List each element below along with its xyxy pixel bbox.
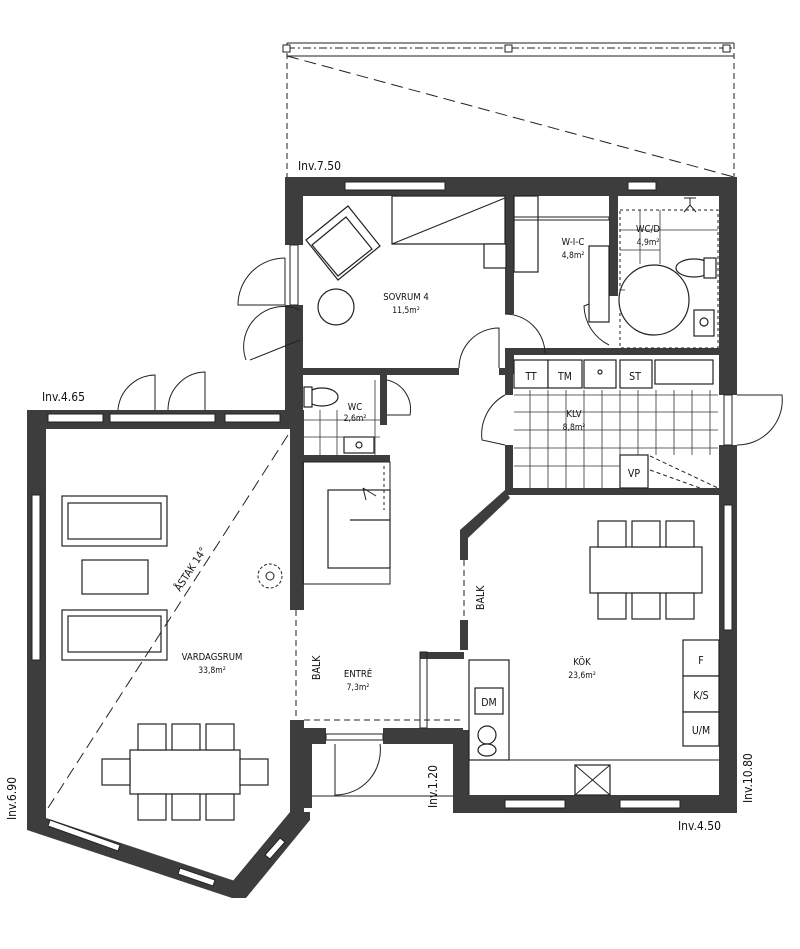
label-tt: TT [524, 371, 537, 383]
beam-label-kok: BALK [475, 585, 487, 610]
level-inv-465: Inv.4.65 [42, 390, 85, 404]
level-inv-120: Inv.1.20 [426, 765, 440, 808]
wcd-furniture [618, 197, 719, 349]
level-inv-690: Inv.6.90 [5, 777, 19, 820]
label-st: ST [629, 371, 641, 383]
level-inv-750: Inv.7.50 [298, 159, 341, 173]
room-name-kok: KÖK [573, 657, 591, 668]
level-inv-1080: Inv.10.80 [741, 753, 755, 803]
label-dm: DM [481, 697, 496, 709]
room-area-klv: 8,8m² [563, 423, 586, 433]
roof-pitch-label: ÅSTAK 14° [172, 545, 210, 594]
wcd-tiles [620, 210, 718, 291]
beam-label-entre: BALK [311, 655, 323, 680]
room-name-klv: KLV [566, 409, 581, 420]
klv-furniture [513, 359, 719, 489]
klv-tiles [514, 390, 718, 488]
sovrum-furniture [305, 195, 507, 326]
room-area-wcd: 4,9m² [637, 238, 660, 248]
room-name-wc: WC [348, 402, 362, 413]
room-area-wic: 4,8m² [562, 251, 585, 261]
label-ks: K/S [693, 690, 708, 702]
room-name-vardagsrum: VARDAGSRUM [182, 652, 243, 663]
room-name-sovrum4: SOVRUM 4 [383, 292, 429, 303]
wc-tiles [303, 380, 380, 455]
level-inv-450: Inv.4.50 [678, 819, 721, 833]
label-vp: VP [628, 468, 640, 480]
room-area-vardagsrum: 33,8m² [198, 666, 226, 676]
room-name-wcd: WC/D [636, 224, 660, 235]
windows [31, 181, 733, 887]
label-um: U/M [692, 725, 710, 737]
carport-outline [282, 42, 735, 180]
room-area-entre: 7,3m² [347, 683, 370, 693]
living-furniture [47, 434, 289, 809]
interior-walls [300, 196, 720, 729]
label-f: F [698, 655, 703, 667]
wc-furniture [303, 386, 375, 454]
label-tm: TM [557, 371, 572, 383]
beam-lines [295, 466, 465, 721]
room-name-entre: ENTRÉ [344, 668, 372, 680]
room-area-sovrum4: 11,5m² [392, 306, 420, 316]
room-area-wc: 2,6m² [344, 414, 367, 424]
room-name-wic: W-I-C [562, 237, 585, 248]
kitchen-furniture [468, 520, 720, 796]
dining-table-living [101, 723, 269, 821]
wic-furniture [513, 195, 610, 323]
doors [117, 257, 783, 797]
room-area-kok: 23,6m² [568, 671, 596, 681]
